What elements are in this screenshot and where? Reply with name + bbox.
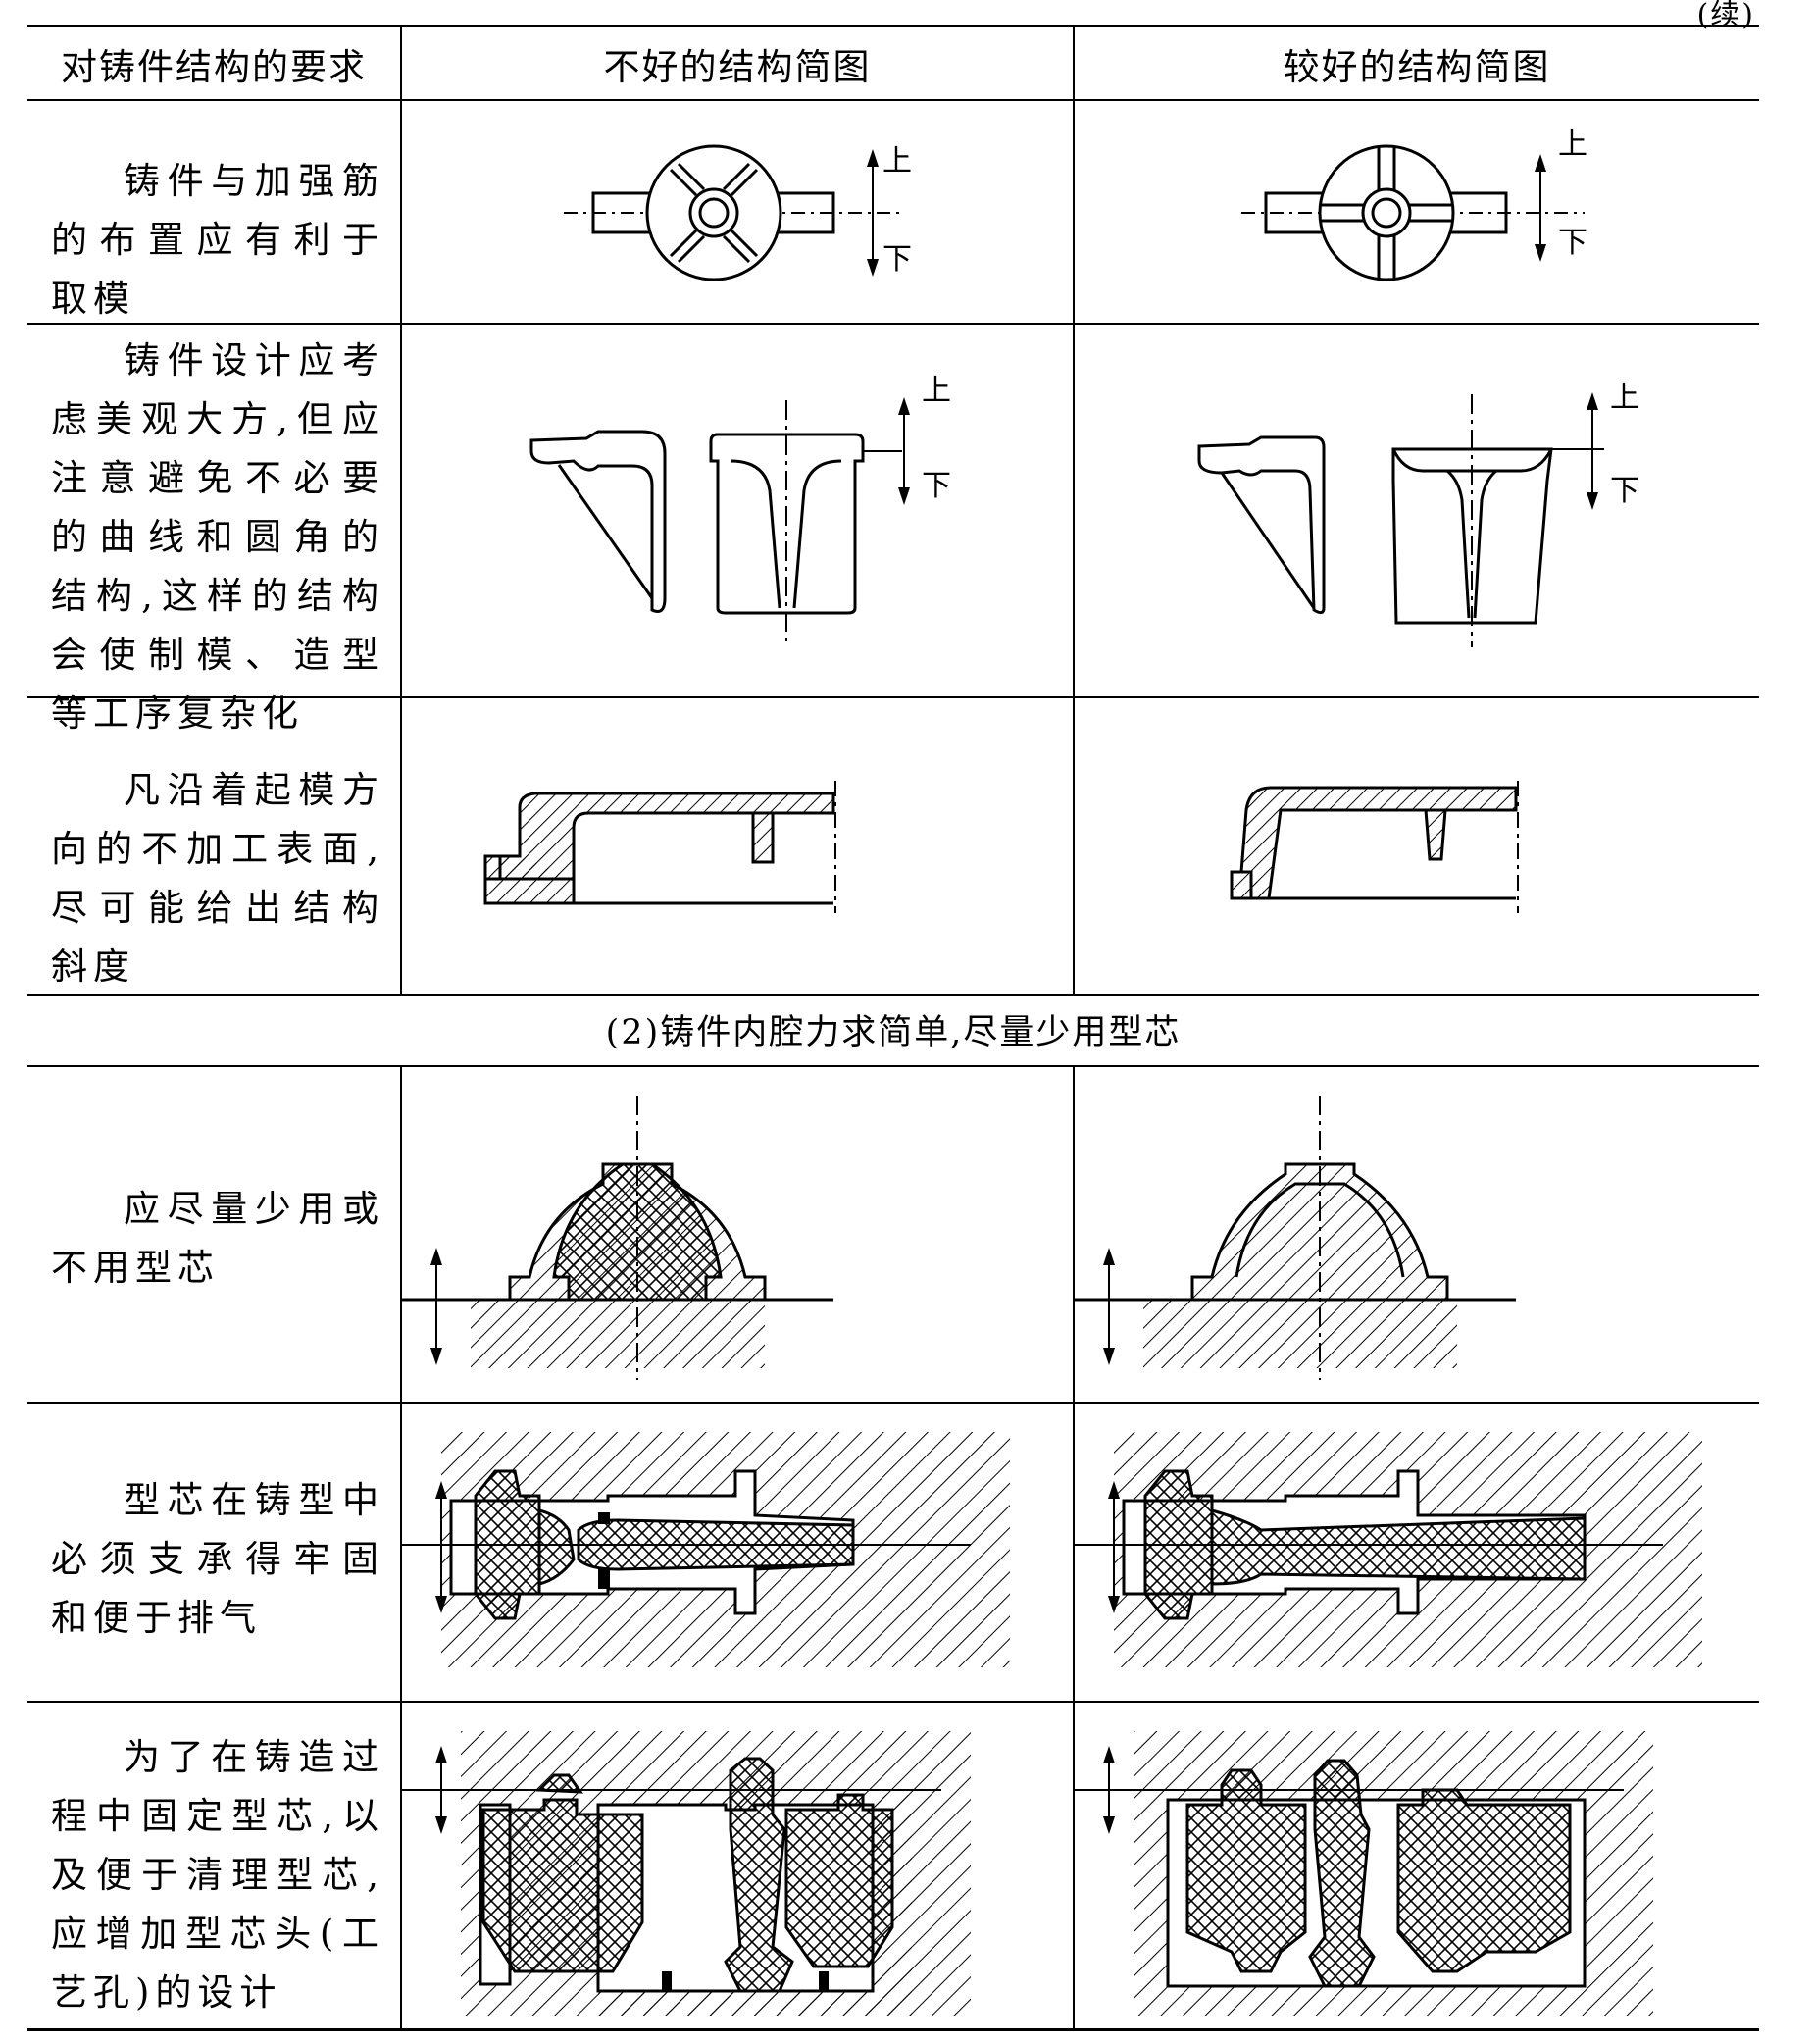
- requirement-rib-layout: 铸件与加强筋的布置应有利于取模: [51, 160, 384, 320]
- label-up: 上: [1610, 381, 1639, 415]
- column-divider: [400, 1065, 402, 2028]
- figure-support-good: [1075, 1432, 1702, 1667]
- row-divider: [27, 1065, 1759, 1067]
- figure-draft-bad: [483, 781, 836, 913]
- label-down: 下: [922, 469, 951, 503]
- figure-core-print-bad: [402, 1731, 971, 2016]
- figure-curves-good: 上 下: [1197, 381, 1639, 647]
- row-divider: [27, 696, 1759, 698]
- figure-curves-bad: 上 下: [529, 374, 951, 647]
- column-divider: [1073, 26, 1075, 994]
- column-divider: [1073, 1065, 1075, 2028]
- section-heading: (2)铸件内腔力求简单,尽量少用型芯: [605, 1013, 1182, 1052]
- row-divider: [27, 323, 1759, 325]
- figure-support-bad: [402, 1432, 1010, 1667]
- header-requirement: 对铸件结构的要求: [61, 46, 367, 88]
- label-down: 下: [1610, 474, 1639, 508]
- figure-draft-good: [1230, 781, 1519, 913]
- figure-core-print-good: [1075, 1731, 1653, 2016]
- column-divider: [400, 26, 402, 994]
- header-divider: [27, 99, 1759, 101]
- requirement-core-prints: 为了在铸造过程中固定型芯,以及便于清理型芯,应增加型芯头(工艺孔)的设计: [51, 1736, 384, 2014]
- label-down: 下: [882, 242, 912, 277]
- requirement-fewer-cores: 应尽量少用或不用型芯: [51, 1188, 384, 1289]
- label-down: 下: [1558, 226, 1587, 260]
- table-top-rule: [27, 25, 1759, 27]
- figure-rib-bad: 上 下: [564, 144, 912, 281]
- row-divider: [27, 1402, 1759, 1404]
- label-up: 上: [922, 374, 951, 408]
- requirement-avoid-curves: 铸件设计应考虑美观大方,但应注意避免不必要的曲线和圆角的结构,这样的结构会使制模…: [51, 339, 384, 735]
- requirement-draft-angle: 凡沿着起模方向的不加工表面,尽可能给出结构斜度: [51, 769, 384, 988]
- row-divider: [27, 1701, 1759, 1703]
- figure-core-bad: [402, 1096, 833, 1380]
- label-up: 上: [882, 144, 912, 179]
- header-good-design: 较好的结构简图: [1283, 46, 1551, 88]
- row-divider: [27, 994, 1759, 996]
- label-up: 上: [1558, 128, 1587, 162]
- header-bad-design: 不好的结构简图: [603, 46, 872, 88]
- figure-core-good: [1075, 1096, 1516, 1380]
- table-bottom-rule: [27, 2028, 1759, 2031]
- requirement-core-support: 型芯在铸型中必须支承得牢固和便于排气: [51, 1479, 384, 1639]
- figure-rib-good: 上 下: [1241, 128, 1587, 281]
